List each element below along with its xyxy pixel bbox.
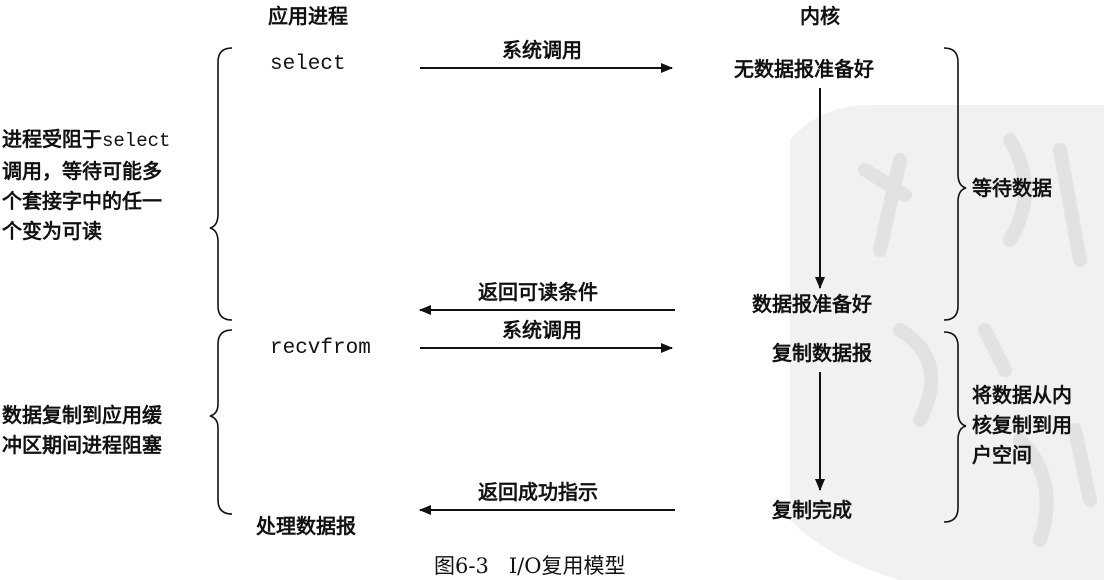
- copy-complete: 复制完成: [772, 498, 852, 522]
- recvfrom-call: recvfrom: [270, 337, 371, 360]
- copy-datagram: 复制数据报: [772, 341, 872, 365]
- brace-wait-data: [943, 47, 967, 321]
- success-label: 返回成功指示: [478, 480, 598, 504]
- note-blocked-in-select: 进程受阻于select 调用，等待可能多 个套接字中的任一 个变为可读: [2, 124, 170, 246]
- note-copy-kernel-to-user-line: 户空间: [972, 443, 1032, 467]
- readable-label: 返回可读条件: [478, 280, 598, 304]
- brace-select-phase: [209, 47, 233, 321]
- note-blocked-in-select-line: 调用，等待可能多: [2, 159, 162, 183]
- note-blocked-in-select-line: 个变为可读: [2, 219, 102, 243]
- figure-number: 图6-3: [434, 554, 489, 578]
- note-blocked-during-copy: 数据复制到应用缓 冲区期间进程阻塞: [2, 400, 162, 460]
- note-select-code: select: [102, 130, 171, 152]
- app-process-heading: 应用进程: [268, 4, 348, 28]
- brace-copy-data: [943, 331, 967, 523]
- process-datagram-step: 处理数据报: [256, 514, 356, 538]
- note-blocked-in-select-line: 进程受阻于select: [2, 124, 170, 156]
- note-copy-kernel-to-user-line: 将数据从内: [972, 383, 1072, 407]
- no-datagram-ready: 无数据报准备好: [734, 57, 874, 81]
- note-blocked-during-copy-line: 冲区期间进程阻塞: [2, 433, 162, 457]
- note-blocked-in-select-line: 个套接字中的任一: [2, 189, 162, 213]
- note-blocked-during-copy-line: 数据复制到应用缓: [2, 403, 162, 427]
- watermark-seal: [790, 105, 1104, 580]
- syscall-label-1: 系统调用: [502, 38, 582, 62]
- kernel-heading: 内核: [800, 4, 840, 28]
- note-prefix: 进程受阻于: [2, 127, 102, 151]
- note-wait-for-data: 等待数据: [972, 176, 1052, 200]
- note-copy-kernel-to-user: 将数据从内 核复制到用 户空间: [972, 380, 1072, 470]
- brace-copy-phase: [209, 329, 233, 515]
- select-call: select: [270, 53, 346, 76]
- datagram-ready: 数据报准备好: [752, 292, 872, 316]
- figure-title: I/O复用模型: [508, 554, 626, 578]
- figure-caption: 图6-3 I/O复用模型: [434, 550, 625, 580]
- note-copy-kernel-to-user-line: 核复制到用: [972, 413, 1072, 437]
- syscall-label-2: 系统调用: [502, 318, 582, 342]
